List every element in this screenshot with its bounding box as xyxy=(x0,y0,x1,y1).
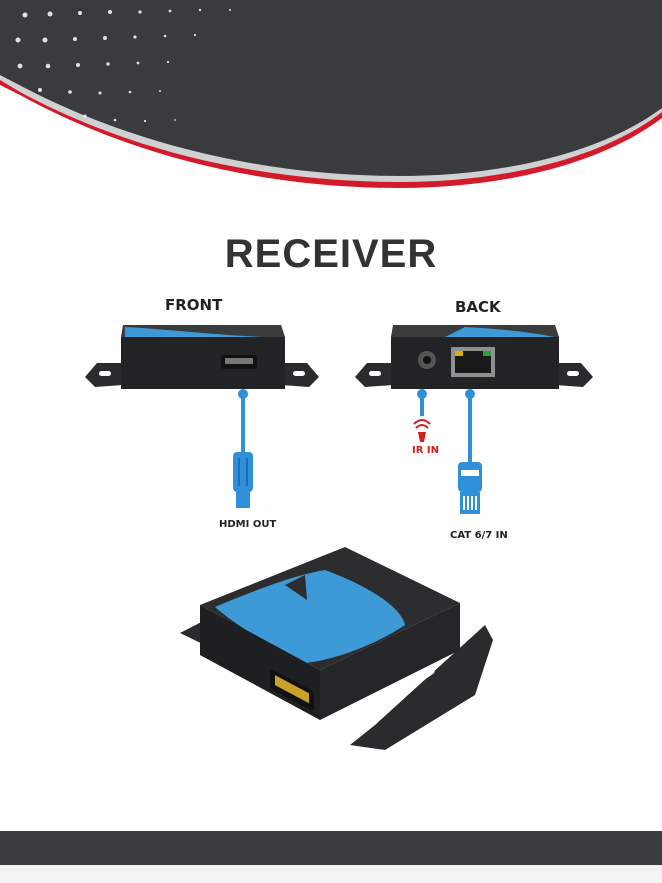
page-title: RECEIVER xyxy=(0,232,662,277)
front-label: FRONT xyxy=(165,296,222,314)
cat-cable-icon xyxy=(452,386,492,526)
back-label: BACK xyxy=(455,298,501,316)
ir-in-label: IR IN xyxy=(412,445,439,456)
footer-bar xyxy=(0,831,662,865)
hdmi-out-label: HDMI OUT xyxy=(219,519,276,530)
cat-in-label: CAT 6/7 IN xyxy=(450,530,508,541)
hdmi-cable-icon xyxy=(225,386,265,516)
footer-strip xyxy=(0,865,662,883)
receiver-device-3d-illustration xyxy=(175,545,495,760)
back-device-illustration xyxy=(355,315,595,395)
header-decoration xyxy=(0,0,662,200)
front-device-illustration xyxy=(85,315,325,395)
